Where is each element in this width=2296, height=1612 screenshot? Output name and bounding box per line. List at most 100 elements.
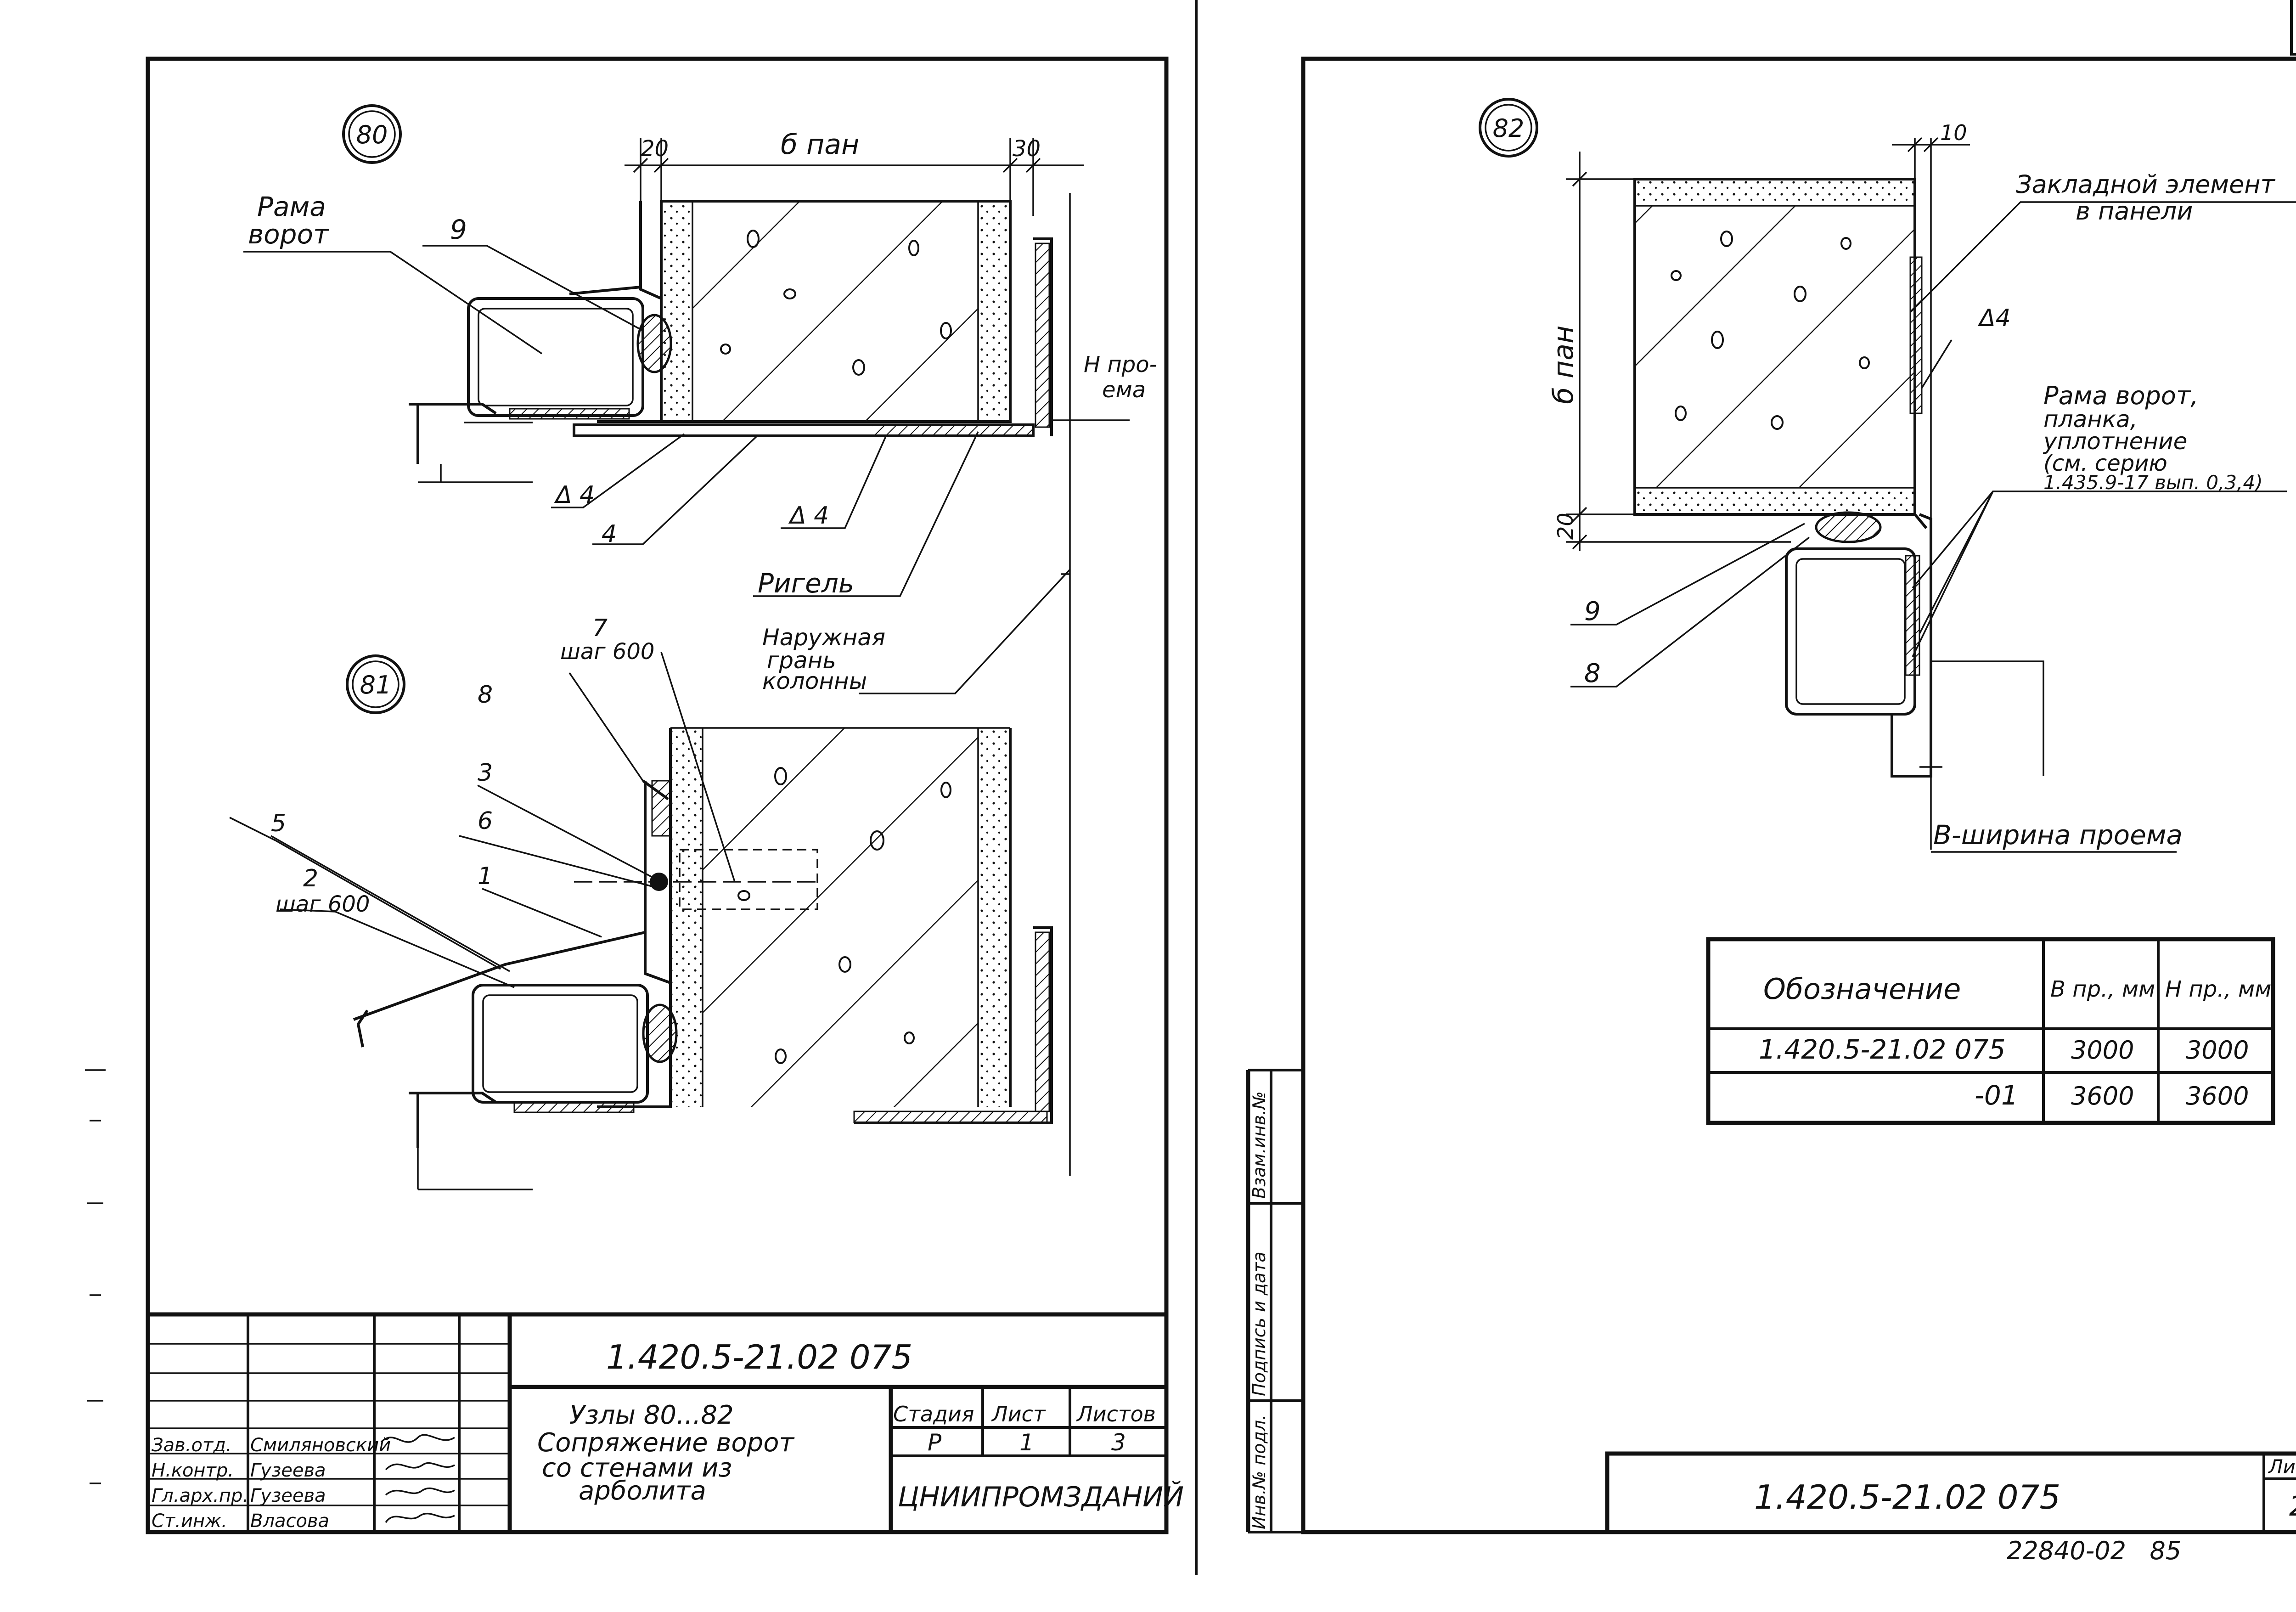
- svg-text:Закладной элемент: Закладной элемент: [2016, 170, 2276, 199]
- dims-80: 20 б пан 30: [625, 129, 1084, 216]
- table-cell: 3000: [2071, 1036, 2134, 1065]
- label-delta4-a: Δ 4: [554, 481, 595, 509]
- svg-text:9: 9: [1584, 597, 1601, 626]
- label-pos4: 4: [602, 520, 617, 548]
- detail-81: 81: [229, 614, 1053, 1190]
- svg-text:Смиляновский: Смиляновский: [250, 1435, 391, 1456]
- svg-text:Н.контр.: Н.контр.: [152, 1460, 234, 1481]
- panel-80-pores: [720, 230, 952, 376]
- table-cell: 3600: [2186, 1082, 2249, 1110]
- seal-82: [1815, 511, 1882, 543]
- label-delta4-b: Δ 4: [788, 502, 829, 530]
- left-sheet: 80: [85, 56, 1184, 1534]
- left-org: ЦНИИПРОМЗДАНИЙ: [898, 1481, 1184, 1513]
- svg-text:10: 10: [1940, 120, 1967, 145]
- detail-80: 80: [243, 104, 1157, 1176]
- gate-frame-82: [1785, 511, 2044, 850]
- seal-80: [636, 314, 672, 373]
- table-header-width: В пр., мм: [2050, 976, 2155, 1002]
- right-doc-code: 1.420.5-21.02 075: [1754, 1478, 2060, 1516]
- svg-text:20: 20: [1553, 513, 1578, 540]
- footer-code: 22840-02 85: [2007, 1536, 2181, 1565]
- svg-text:Гузеева: Гузеева: [250, 1460, 326, 1481]
- panel-81-body: [670, 728, 1010, 1107]
- label-width-opening: В-ширина проема: [1933, 819, 2183, 851]
- table-cell: 3600: [2071, 1082, 2134, 1110]
- detail-81-number: 81: [360, 671, 392, 699]
- svg-text:со стенами из: со стенами из: [542, 1453, 732, 1483]
- leaders-81: [229, 652, 736, 988]
- svg-text:шаг 600: шаг 600: [276, 891, 370, 917]
- svg-text:Δ4: Δ4: [1977, 304, 2011, 332]
- svg-text:2: 2: [2289, 1490, 2296, 1522]
- detail-80-number: 80: [356, 120, 388, 149]
- label-rama-2: ворот: [248, 219, 330, 250]
- svg-text:(см. серию: (см. серию: [2043, 451, 2167, 476]
- label-rigel: Ригель: [758, 568, 854, 599]
- svg-text:3: 3: [1111, 1429, 1126, 1456]
- svg-text:5: 5: [271, 810, 286, 837]
- svg-text:Взам.инв.№: Взам.инв.№: [1249, 1091, 1269, 1199]
- svg-text:б пан: б пан: [781, 129, 859, 161]
- svg-text:Рама ворот,: Рама ворот,: [2043, 381, 2198, 410]
- svg-text:арболита: арболита: [579, 1476, 706, 1506]
- svg-text:шаг 600: шаг 600: [560, 639, 654, 665]
- right-sheet: 84 Инв.№ подл. Подпись и дата Взам.инв.№…: [1246, 0, 2296, 1565]
- svg-text:Гл.арх.пр.: Гл.арх.пр.: [152, 1485, 248, 1506]
- table-header-height: Н пр., мм: [2165, 976, 2271, 1002]
- signatures: [380, 1434, 455, 1523]
- svg-text:2: 2: [303, 865, 318, 892]
- svg-text:планка,: планка,: [2043, 406, 2138, 433]
- left-doc-code: 1.420.5-21.02 075: [606, 1338, 912, 1376]
- detail-80-marker: [342, 104, 402, 164]
- svg-text:Р: Р: [928, 1429, 942, 1456]
- panel-80-body: [661, 201, 1010, 422]
- svg-text:Лист: Лист: [2268, 1455, 2296, 1478]
- detail-82-number: 82: [1493, 114, 1525, 143]
- svg-text:Зав.отд.: Зав.отд.: [152, 1435, 232, 1456]
- svg-text:3: 3: [478, 759, 493, 787]
- left-margin-marks: [85, 1069, 106, 1484]
- label-rama-1: Рама: [257, 191, 326, 222]
- label-outer-3: колонны: [762, 668, 867, 694]
- svg-text:1.435.9-17 вып. 0,3,4): 1.435.9-17 вып. 0,3,4): [2043, 471, 2263, 494]
- svg-text:Листов: Листов: [1076, 1402, 1156, 1426]
- svg-text:Лист: Лист: [991, 1402, 1046, 1426]
- right-title-block: 1.420.5-21.02 075 Лист 2: [1605, 1451, 2296, 1534]
- detail-82: 82: [1479, 98, 2296, 853]
- spec-table: Обозначение В пр., мм Н пр., мм 1.420.5-…: [1706, 937, 2275, 1125]
- svg-text:1: 1: [1019, 1429, 1034, 1456]
- side-stamp: Инв.№ подл. Подпись и дата Взам.инв.№: [1246, 1069, 1303, 1533]
- label-outer-1: Наружная: [762, 624, 885, 651]
- detail-81-marker: [346, 654, 405, 714]
- svg-text:в панели: в панели: [2076, 197, 2193, 225]
- leaders-80: [243, 245, 1071, 694]
- svg-text:Гузеева: Гузеева: [250, 1485, 326, 1506]
- label-h-opening-1: Н про-: [1084, 352, 1157, 378]
- svg-text:8: 8: [1584, 659, 1601, 688]
- svg-text:6: 6: [478, 807, 493, 835]
- dims-82: б пан 20 10: [1548, 120, 1970, 551]
- svg-text:Власова: Власова: [250, 1511, 329, 1532]
- detail-82-marker: [1479, 98, 1538, 158]
- svg-text:уплотнение: уплотнение: [2043, 428, 2187, 455]
- svg-text:Стадия: Стадия: [893, 1402, 974, 1426]
- svg-text:7: 7: [592, 614, 608, 642]
- label-h-opening-2: ема: [1102, 377, 1146, 403]
- svg-text:Подпись и дата: Подпись и дата: [1249, 1251, 1269, 1396]
- panel-82-pores: [1671, 231, 1870, 430]
- panel-82-body: [1635, 179, 1915, 514]
- leaders-82: [1570, 201, 2296, 853]
- table-cell: -01: [1975, 1080, 2018, 1111]
- left-sheet-frame: [146, 56, 1169, 1534]
- gate-frame-81: [353, 779, 1053, 1190]
- panel-81-pores: [737, 767, 951, 1064]
- svg-text:8: 8: [478, 681, 493, 709]
- seal-81: [642, 1003, 678, 1063]
- gate-frame-80: [409, 193, 1130, 1176]
- svg-text:1: 1: [478, 862, 493, 890]
- svg-text:Сопряжение ворот: Сопряжение ворот: [537, 1428, 794, 1458]
- label-outer-2: грань: [767, 647, 836, 674]
- svg-text:Инв.№ подл.: Инв.№ подл.: [1249, 1415, 1269, 1529]
- svg-text:б пан: б пан: [1548, 326, 1580, 404]
